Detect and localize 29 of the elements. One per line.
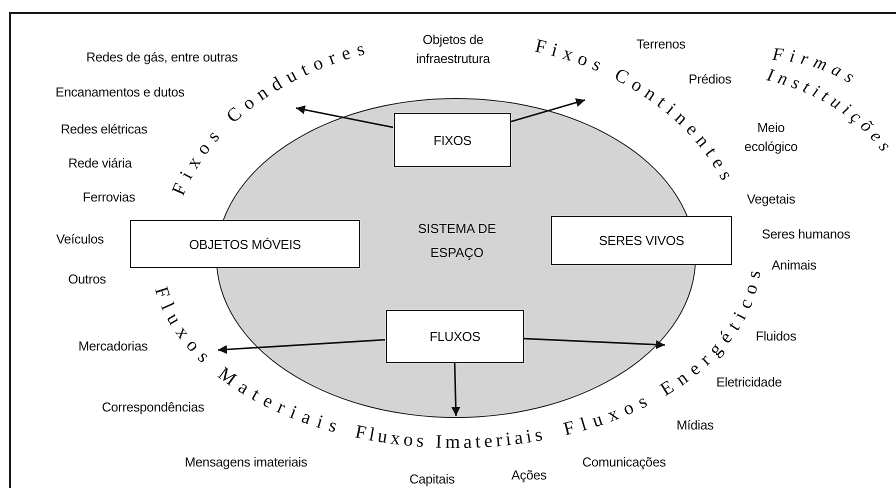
- item-label: Ações: [511, 466, 547, 485]
- arrow: [296, 105, 394, 128]
- item-label: Mercadorias: [78, 338, 148, 356]
- item-label: Mensagens imateriais: [184, 454, 308, 472]
- item-label: Vegetais: [746, 190, 796, 209]
- curved-heading: Fluxos Imateriais: [353, 422, 544, 454]
- item-label: Veículos: [56, 230, 104, 249]
- label-box: SERES VIVOS: [551, 216, 732, 265]
- item-label: Animais: [772, 256, 816, 275]
- label-box: FIXOS: [394, 113, 511, 167]
- label-box: OBJETOS MÓVEIS: [130, 220, 360, 268]
- item-label: Correspondências: [102, 398, 204, 417]
- item-label: Outros: [68, 270, 106, 289]
- item-label: Terrenos: [636, 36, 686, 54]
- arrow: [522, 338, 666, 350]
- arrow: [510, 98, 586, 123]
- ellipse-title: SISTEMA DE ESPAÇO: [416, 220, 498, 262]
- label-box: FLUXOS: [386, 310, 524, 363]
- item-label: Objetos de infraestrutura: [415, 31, 492, 68]
- arrow: [451, 362, 460, 416]
- item-label: Seres humanos: [762, 226, 850, 244]
- item-label: Encanamentos e dutos: [56, 84, 184, 102]
- item-label: Comunicações: [582, 454, 666, 472]
- arrow: [218, 338, 386, 354]
- item-label: Ferrovias: [82, 188, 136, 207]
- item-label: Capitais: [409, 470, 455, 488]
- item-label: Redes elétricas: [60, 120, 148, 139]
- item-label: Mídias: [676, 416, 714, 435]
- item-label: Rede viária: [68, 154, 132, 173]
